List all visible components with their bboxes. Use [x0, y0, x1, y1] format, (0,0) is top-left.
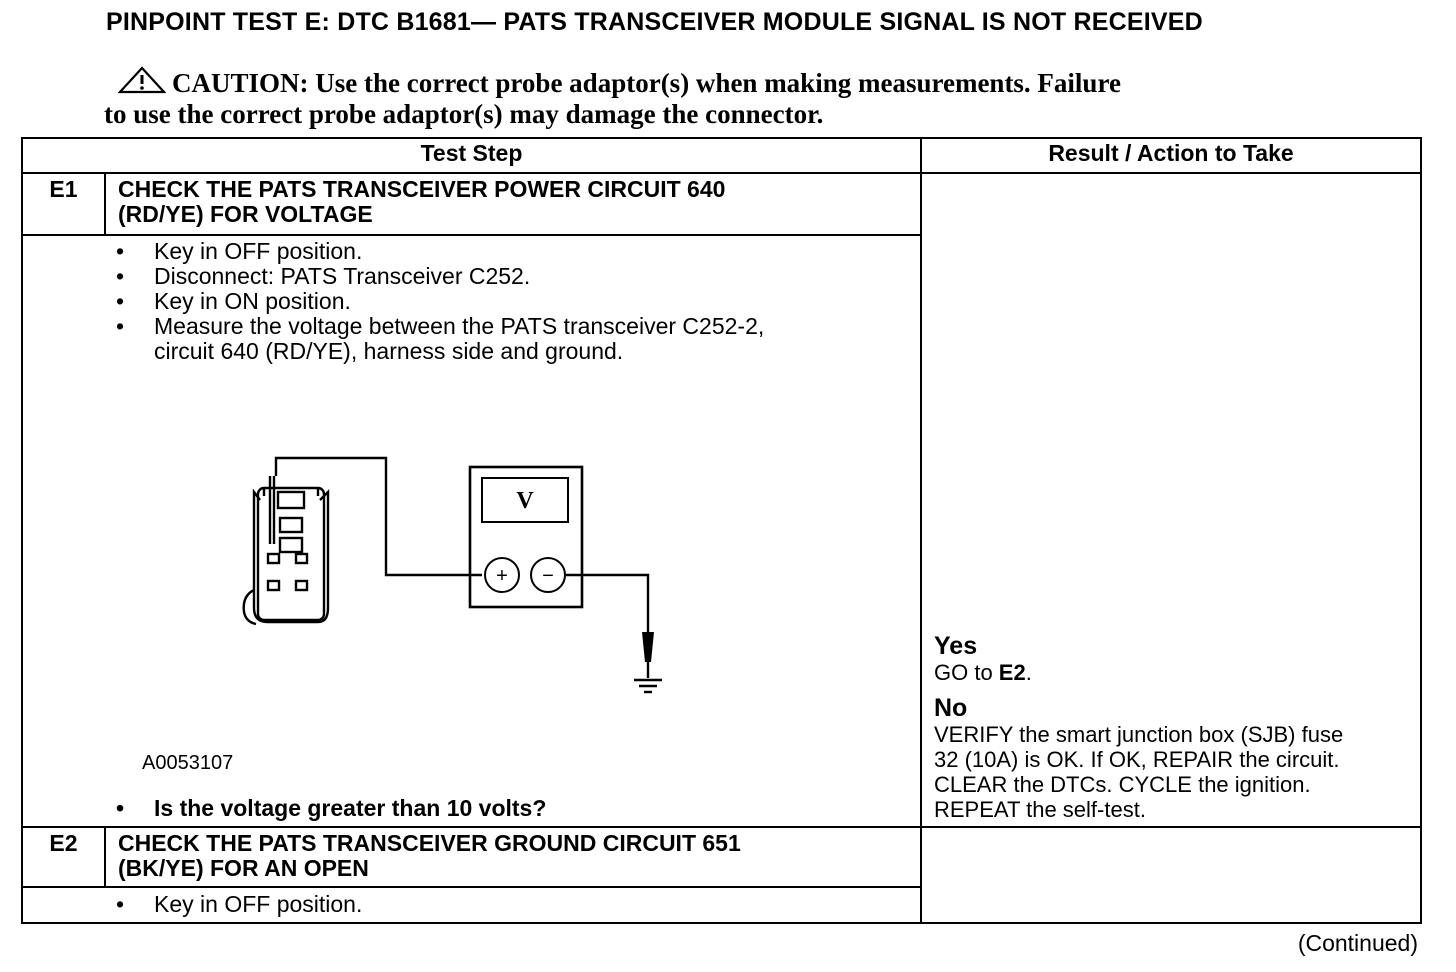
- step-e2-instructions: Key in OFF position.: [116, 892, 906, 918]
- e1-e2-divider: [21, 826, 1422, 828]
- column-header-test-step: Test Step: [420, 140, 523, 166]
- e1-title-divider: [21, 234, 922, 236]
- pinpoint-test-table: [21, 137, 1422, 924]
- column-header-result: Result / Action to Take: [1048, 140, 1294, 166]
- list-item-continuation: circuit 640 (RD/YE), harness side and gr…: [154, 338, 624, 364]
- negative-lead-wire: [565, 573, 650, 634]
- caution-text-line-1: Use the correct probe adaptor(s) when ma…: [315, 68, 1121, 98]
- step-title-e2-line-1: CHECK THE PATS TRANSCEIVER GROUND CIRCUI…: [118, 830, 741, 856]
- plus-terminal: +: [496, 565, 508, 587]
- yes-action-suffix: .: [1025, 660, 1032, 685]
- step-title-e2-line-2: (BK/YE) FOR AN OPEN: [118, 855, 369, 881]
- step-title-e1-line-1: CHECK THE PATS TRANSCEIVER POWER CIRCUIT…: [118, 176, 726, 202]
- meter-symbol: V: [516, 488, 534, 514]
- caution-text-line-2: to use the correct probe adaptor(s) may …: [104, 99, 824, 129]
- step-e1-question: Is the voltage greater than 10 volts?: [116, 796, 906, 822]
- step-e1-result: Yes GO to E2. No VERIFY the smart juncti…: [934, 632, 1418, 823]
- yes-action: GO to E2.: [934, 660, 1418, 685]
- voltmeter-icon: V + −: [468, 465, 584, 609]
- no-action-line: CLEAR the DTCs. CYCLE the ignition.: [934, 772, 1311, 797]
- step-id-e1: E1: [49, 176, 78, 202]
- step-id-e2: E2: [49, 830, 78, 856]
- step-title-e2: CHECK THE PATS TRANSCEIVER GROUND CIRCUI…: [118, 831, 908, 881]
- connector-c252-icon: [242, 476, 330, 626]
- list-item: Key in OFF position.: [116, 239, 906, 265]
- list-item: Is the voltage greater than 10 volts?: [116, 796, 906, 822]
- yes-label: Yes: [934, 632, 978, 660]
- no-label: No: [934, 694, 968, 722]
- no-action-line: REPEAT the self-test.: [934, 797, 1146, 822]
- caution-line-1: CAUTION: Use the correct probe adaptor(s…: [104, 66, 1364, 99]
- page-title: PINPOINT TEST E: DTC B1681— PATS TRANSCE…: [106, 8, 1203, 36]
- step-title-e1-line-2: (RD/YE) FOR VOLTAGE: [118, 201, 373, 227]
- minus-terminal: −: [542, 565, 554, 587]
- e2-title-divider: [21, 886, 922, 888]
- step-title-e1: CHECK THE PATS TRANSCEIVER POWER CIRCUIT…: [118, 177, 908, 227]
- yes-action-text: GO to: [934, 660, 999, 685]
- no-action-line: 32 (10A) is OK. If OK, REPAIR the circui…: [934, 747, 1340, 772]
- continued-note: (Continued): [1297, 930, 1418, 956]
- no-action: VERIFY the smart junction box (SJB) fuse…: [934, 722, 1418, 822]
- e1-id-divider: [104, 172, 106, 236]
- list-item: Key in ON position.: [116, 289, 906, 315]
- step-e1-instructions: Key in OFF position. Disconnect: PATS Tr…: [116, 239, 906, 364]
- list-item: Disconnect: PATS Transceiver C252.: [116, 264, 906, 290]
- yes-action-target: E2: [998, 660, 1026, 685]
- figure-id: A0053107: [142, 752, 234, 774]
- no-action-line: VERIFY the smart junction box (SJB) fuse: [934, 722, 1344, 747]
- caution-label: CAUTION:: [172, 68, 309, 98]
- ground-symbol-icon: [634, 632, 662, 694]
- e2-id-divider: [104, 826, 106, 888]
- list-item: Measure the voltage between the PATS tra…: [116, 314, 906, 364]
- column-divider: [920, 137, 922, 924]
- list-item: Key in OFF position.: [116, 892, 906, 918]
- list-item-text: Measure the voltage between the PATS tra…: [154, 313, 765, 339]
- header-row-divider: [21, 172, 1422, 174]
- positive-lead-wire: [274, 456, 482, 577]
- caution-notice: CAUTION: Use the correct probe adaptor(s…: [104, 66, 1364, 130]
- voltage-measurement-diagram: V + −: [242, 456, 662, 694]
- warning-triangle-icon: [118, 66, 172, 94]
